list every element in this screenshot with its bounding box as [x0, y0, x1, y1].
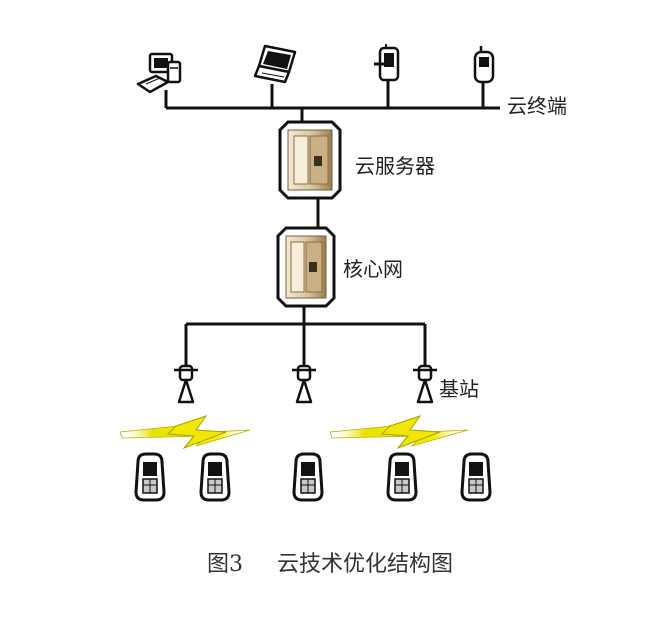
figure-number: 图3 [206, 552, 243, 577]
core-network-label: 核心网 [343, 257, 403, 281]
lightning-bolt-icon [119, 415, 251, 450]
lightning-bolt-icon [329, 415, 469, 450]
connection-lines [164, 80, 500, 366]
antenna-icon [292, 364, 316, 404]
laptop-icon [253, 44, 297, 84]
mobile-phone-icon [473, 46, 495, 84]
mobile-phone-icon [292, 452, 324, 502]
figure-title: 云技术优化结构图 [276, 552, 453, 577]
antenna-icon [174, 364, 198, 404]
mobile-phone-icon [386, 452, 418, 502]
base-station-label: 基站 [439, 377, 479, 401]
cloud-terminal-label: 云终端 [507, 94, 567, 118]
figure-caption: 图3 云技术优化结构图 [0, 546, 660, 578]
mobile-phone-icon [460, 452, 492, 502]
cloud-server-label: 云服务器 [355, 154, 435, 178]
server-cabinet-icon [278, 120, 342, 200]
pda-icon [374, 44, 400, 82]
antenna-icon [413, 364, 437, 404]
desktop-computer-icon [136, 52, 182, 94]
mobile-phone-icon [134, 452, 166, 502]
core-network-cabinet-icon [276, 226, 336, 308]
mobile-phone-icon [199, 452, 231, 502]
